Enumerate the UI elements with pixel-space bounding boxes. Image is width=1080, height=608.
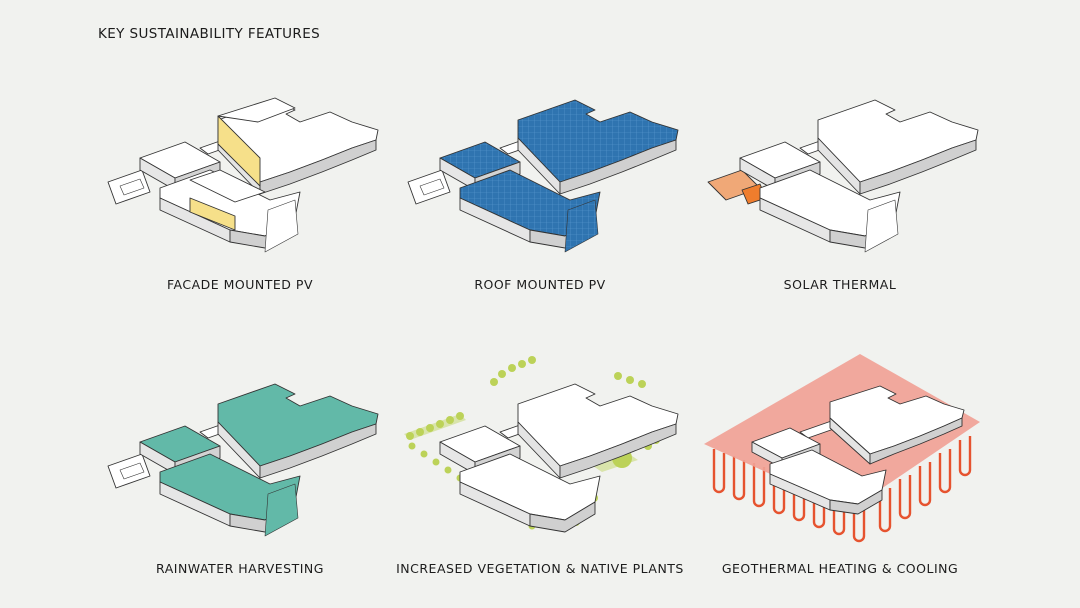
rainwater-diagram <box>107 383 379 537</box>
feature-roof-pv: ROOF MOUNTED PV <box>390 30 690 292</box>
feature-label: FACADE MOUNTED PV <box>167 277 313 292</box>
solar-thermal-diagram <box>707 99 979 253</box>
feature-label: SOLAR THERMAL <box>783 277 897 292</box>
feature-label: GEOTHERMAL HEATING & COOLING <box>721 561 959 576</box>
feature-label: ROOF MOUNTED PV <box>474 277 606 292</box>
feature-rainwater: RAINWATER HARVESTING <box>90 314 390 576</box>
facade-pv-diagram <box>107 97 379 253</box>
feature-vegetation: INCREASED VEGETATION & NATIVE PLANTS <box>390 314 690 576</box>
feature-facade-pv: FACADE MOUNTED PV <box>90 30 390 292</box>
feature-solar-thermal: SOLAR THERMAL <box>690 30 990 292</box>
feature-label: RAINWATER HARVESTING <box>156 561 324 576</box>
page-title: KEY SUSTAINABILITY FEATURES <box>98 26 321 42</box>
vegetation-diagram <box>404 356 679 533</box>
feature-label: INCREASED VEGETATION & NATIVE PLANTS <box>396 561 684 576</box>
geothermal-loops <box>712 436 972 543</box>
geothermal-diagram <box>704 354 980 543</box>
feature-geothermal: GEOTHERMAL HEATING & COOLING <box>690 314 990 576</box>
roof-pv-diagram <box>407 99 679 253</box>
